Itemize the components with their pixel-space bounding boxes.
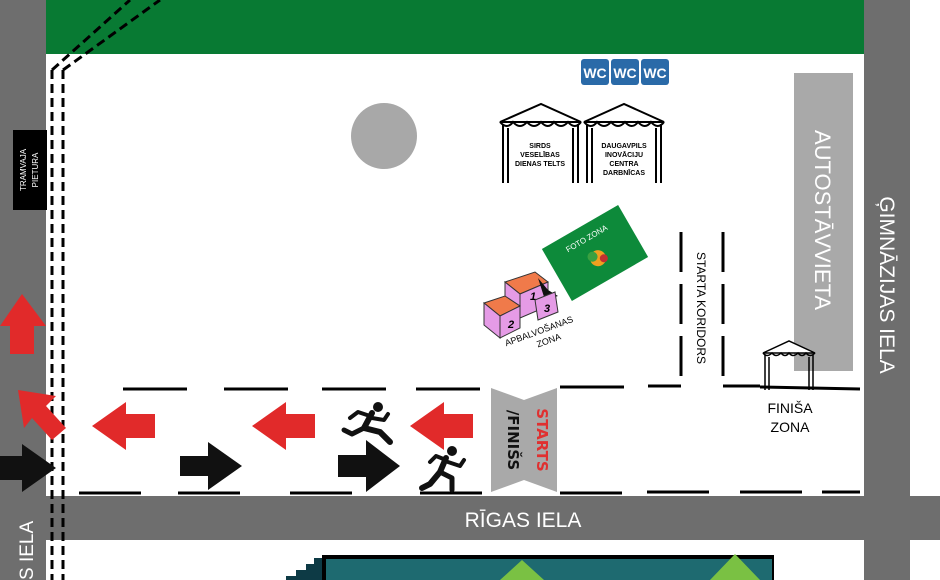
start-banner [491,388,557,492]
tram-stop [13,130,47,210]
arrow-left-icon [92,402,155,450]
podium-place-3: 3 [544,303,550,315]
start-label: STARTS [533,408,551,471]
arrow-right-icon [180,442,242,490]
tent-heart-line2: VESELĪBAS [520,151,560,159]
green-area [46,0,864,54]
road-rigas [46,496,940,540]
tent-icon [499,102,582,183]
finish-line [759,385,861,391]
tent-heart-line1: SIRDS [529,143,551,150]
tree-icon [710,554,760,580]
arrow-up-icon [0,294,46,354]
tent-innovation-line3: CENTRA [609,161,638,168]
runner-icon [419,446,466,493]
arrow-diagonal-icon [18,390,66,440]
wc-label: WC [643,65,666,81]
wc-icon [641,59,669,85]
wc-label: WC [613,65,636,81]
round-object [351,103,417,169]
route-dashes [79,385,860,495]
arrow-right-icon [338,440,400,492]
tent-icon [762,340,816,390]
wc-group: WC WC WC [581,59,669,85]
tent-innovation-line4: DARBNĪCAS [603,169,645,177]
podium: 1 2 3 [482,271,559,340]
arrow-left-icon [252,402,315,450]
tree-icon [500,560,544,580]
tent-innovation-line1: DAUGAVPILS [601,143,647,150]
parking-area [794,73,853,371]
tent-icon [583,102,665,183]
tree-icon [587,250,608,267]
tram-stop-line1: TRAMVAJA [19,148,28,191]
tent-innovation-line2: INOVĀCIJU [605,151,643,159]
street-gimnazijas: ĢIMNĀZIJAS IELA [875,196,898,373]
road-left [0,0,46,580]
street-rigas: RĪGAS IELA [465,509,582,532]
road-right [864,0,910,580]
tram-stop-line2: PIETURA [31,152,40,187]
wc-icon [581,59,609,85]
finish-zone-line1: FINIŠA [767,400,813,416]
arrow-right-icon [0,444,56,492]
podium-place-1: 1 [530,291,536,303]
tent-heart-line3: DIENAS TELTS [515,161,565,168]
finish-zone-line2: ZONA [771,419,811,435]
parking-label: AUTOSTĀVVIETA [810,130,835,310]
wc-label: WC [583,65,606,81]
podium-place-2: 2 [507,319,514,331]
street-left: S IELA [17,521,38,580]
finish-label: /FINIŠS [504,410,523,470]
arrow-left-icon [410,402,473,450]
runner-icon [341,402,393,445]
start-corridor-label: STARTA KORIDORS [694,252,708,364]
bottom-building [286,554,774,580]
start-corridor-lines [648,232,760,388]
tram-track [50,0,161,580]
wc-icon [611,59,639,85]
